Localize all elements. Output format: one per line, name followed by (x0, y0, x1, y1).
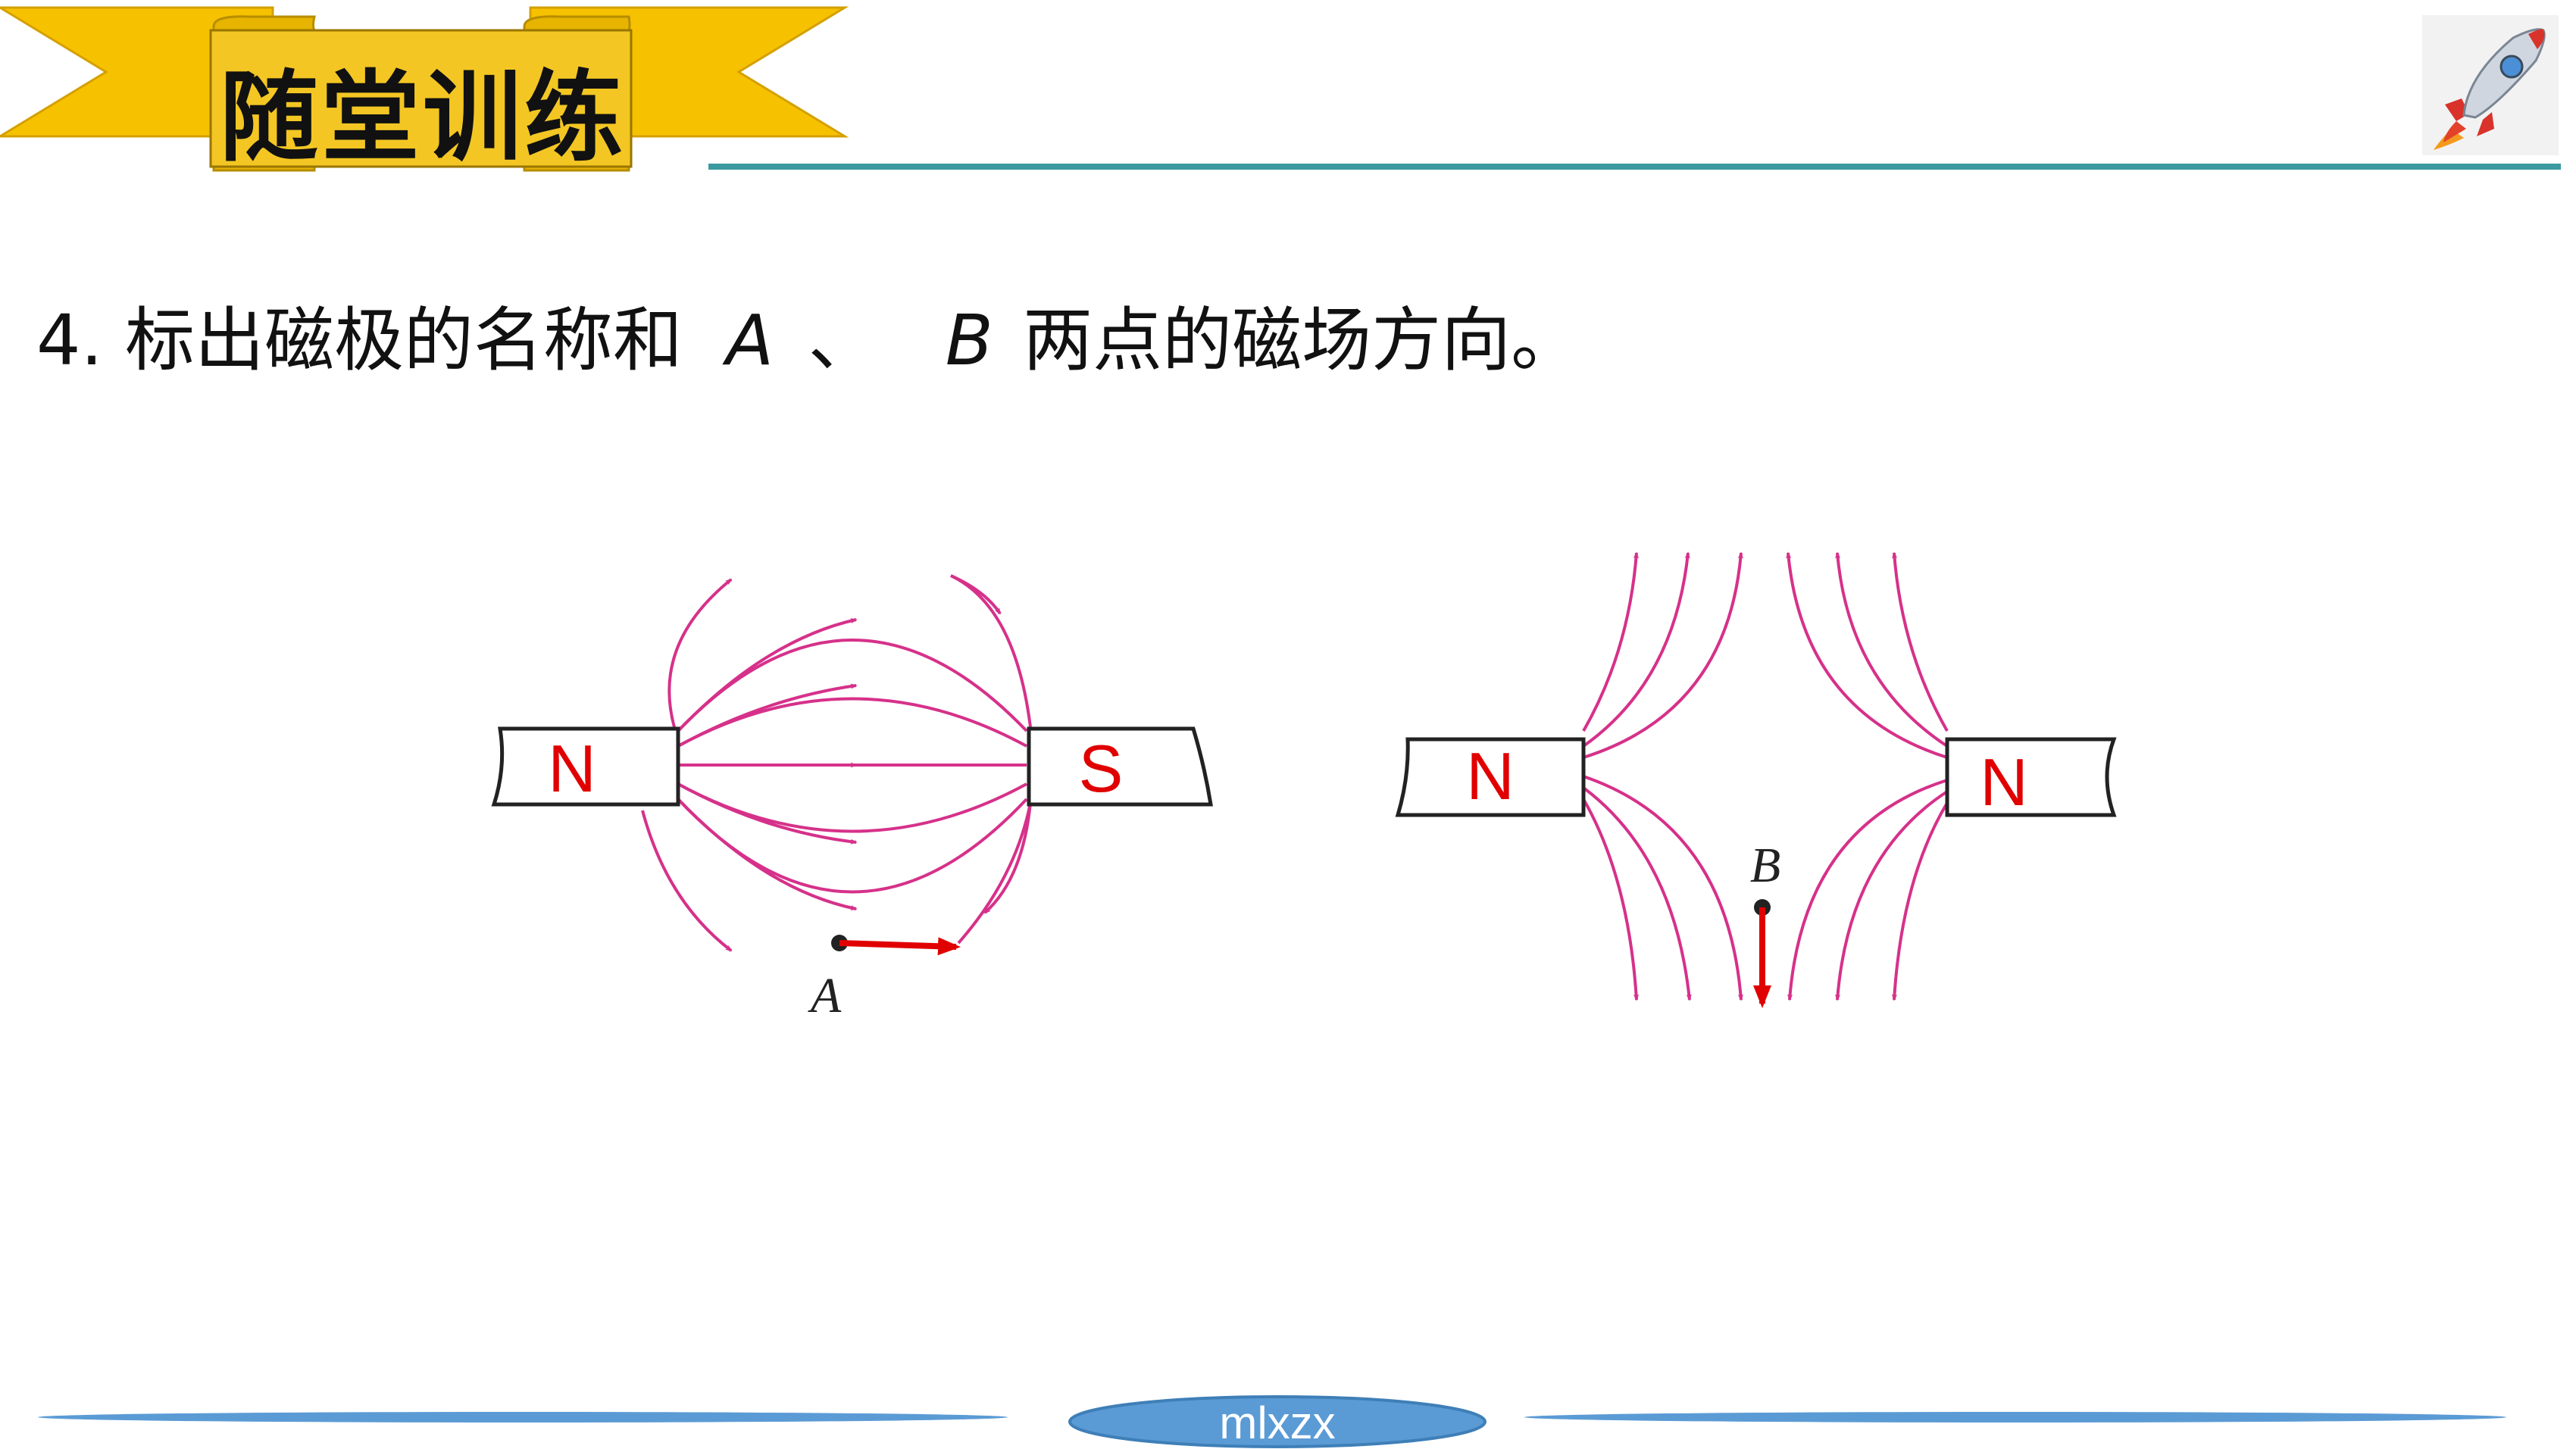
magnet-right-s (1027, 726, 1213, 807)
field-line (1583, 775, 1744, 1001)
magnet-right-n-2 (1945, 737, 2117, 817)
pole-label-left-1: N (548, 731, 596, 806)
magnet-left-n (491, 726, 680, 807)
field-line (1834, 790, 1949, 1001)
field-line (1583, 551, 1743, 759)
field-line (677, 782, 858, 845)
field-line (983, 802, 1032, 914)
field-line (677, 683, 858, 748)
field-line (1787, 779, 1948, 1001)
field-line (1582, 798, 1640, 1001)
field-line (1835, 551, 1949, 748)
footer-bar (38, 1395, 2506, 1448)
field-line (1891, 801, 1949, 1001)
separator: 、 (808, 300, 878, 381)
question-text-part-1: 标出磁极的名称和 (125, 300, 683, 381)
footer-label: mlxzx (1219, 1397, 1336, 1448)
point-b-label: B (1749, 838, 1781, 893)
field-line (950, 574, 1002, 615)
pole-label-right-2: N (1980, 745, 2028, 820)
point-a-variable: A (726, 300, 774, 381)
title-banner (0, 6, 849, 172)
field-line (950, 574, 1032, 728)
field-line (957, 802, 1032, 945)
field-line (1582, 551, 1690, 748)
field-line (641, 810, 733, 952)
pole-label-left-2: N (1466, 739, 1515, 814)
field-line (1582, 551, 1640, 732)
header-divider (708, 164, 2561, 170)
field-line (1786, 551, 1948, 759)
question-number: 4. (36, 300, 103, 381)
point-a-label: A (810, 968, 842, 1023)
field-line (677, 697, 1027, 748)
pole-label-right-1: S (1078, 731, 1124, 806)
question-text-part-2: 两点的磁场方向。 (1023, 300, 1581, 381)
answer-arrow-a (839, 937, 961, 956)
diagram-1-n-s (641, 574, 1032, 952)
question-text: 4. 标出磁极的名称和 A 、 B 两点的磁场方向。 (36, 288, 1855, 394)
magnet-left-n-2 (1395, 737, 1586, 817)
diagram-2-n-n (1582, 551, 1949, 1001)
field-line (667, 578, 733, 728)
rocket-icon (2422, 15, 2559, 155)
banner-title: 随堂训练 (220, 60, 627, 175)
point-b-variable: B (945, 300, 993, 381)
field-line (1582, 786, 1692, 1001)
field-line (677, 618, 858, 732)
field-line (1891, 551, 1949, 732)
field-line (677, 798, 858, 911)
